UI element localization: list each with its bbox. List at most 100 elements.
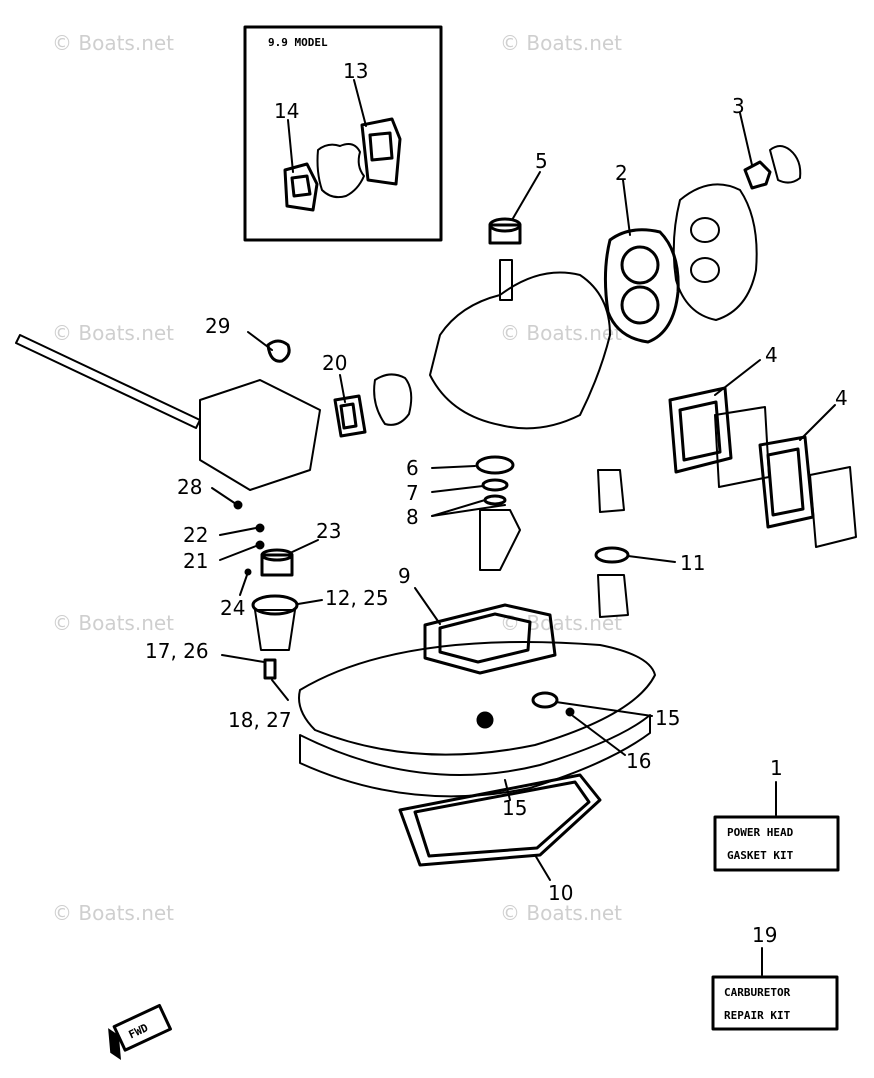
watermark: © Boats.net — [500, 321, 622, 345]
power-head-kit-line2: GASKET KIT — [727, 849, 794, 862]
leader-9 — [414, 587, 441, 625]
callout-16: 16 — [626, 749, 651, 773]
leader-22 — [219, 527, 257, 536]
callout-5: 5 — [535, 149, 548, 173]
watermark: © Boats.net — [500, 611, 622, 635]
part-16-screw — [565, 707, 575, 717]
callout-15b: 15 — [502, 796, 527, 820]
part-21-plug — [255, 540, 265, 550]
callout-15a: 15 — [655, 706, 680, 730]
inset-cover — [316, 143, 365, 199]
part-10-gasket — [398, 773, 602, 867]
center-parts — [221, 455, 676, 701]
leader-5 — [511, 171, 541, 221]
leader-10 — [534, 854, 551, 881]
callout-8: 8 — [406, 505, 419, 529]
seal-housing — [254, 609, 296, 651]
power-head-kit-box — [713, 815, 840, 872]
inset-9-9-model: 9.9 MODEL — [243, 25, 443, 242]
thermostat-cover — [769, 145, 802, 184]
leader-3 — [739, 112, 753, 166]
watermark: © Boats.net — [500, 901, 622, 925]
callout-24: 24 — [220, 596, 245, 620]
callout-9: 9 — [398, 564, 411, 588]
callout-4a: 4 — [765, 343, 778, 367]
fwd-tag-box — [112, 1003, 172, 1052]
intake-manifold — [373, 373, 413, 426]
callout-22: 22 — [183, 523, 208, 547]
part-6-seal — [475, 455, 515, 475]
leader-2 — [622, 179, 631, 236]
part-5-cap — [488, 223, 522, 245]
part-12-25-seal — [251, 594, 299, 616]
callout-2: 2 — [615, 161, 628, 185]
part-14-gasket — [283, 162, 319, 212]
water-tube-upper — [597, 469, 625, 513]
watermark: © Boats.net — [52, 31, 174, 55]
callout-3: 3 — [732, 94, 745, 118]
exhaust-cover-assembly — [668, 359, 857, 548]
watermark: © Boats.net — [500, 31, 622, 55]
leader-16 — [572, 715, 626, 756]
bottom-cowling-rim — [299, 714, 651, 798]
callout-labels: 1 2 3 4 4 5 6 7 8 9 10 11 12, 25 13 14 1… — [145, 59, 848, 947]
exhaust-outer-cover — [809, 466, 857, 548]
leader-23 — [289, 539, 319, 554]
leader-29 — [247, 331, 273, 351]
part-4-gasket-a — [668, 386, 733, 474]
carburetor-kit-line1: CARBURETOR — [724, 986, 791, 999]
carburetor-kit-box — [711, 975, 839, 1031]
callout-18-27: 18, 27 — [228, 708, 292, 732]
leader-7 — [431, 485, 484, 493]
leader-8a — [431, 499, 486, 517]
callout-20: 20 — [322, 351, 347, 375]
callout-29: 29 — [205, 314, 230, 338]
drain-plug — [476, 711, 494, 729]
part-23-bushing — [260, 553, 294, 577]
watermark: © Boats.net — [52, 611, 174, 635]
part-28-screw — [233, 500, 243, 510]
leader-12-25 — [297, 599, 323, 605]
carburetor-kit-line2: REPAIR KIT — [724, 1009, 791, 1022]
part-7-ring — [481, 478, 509, 492]
callout-11: 11 — [680, 551, 705, 575]
forward-indicator: FWD — [108, 1003, 172, 1060]
callout-17-26: 17, 26 — [145, 639, 209, 663]
callout-12-25: 12, 25 — [325, 586, 389, 610]
crankcase-block — [429, 271, 611, 430]
cylinder-assembly — [429, 112, 802, 430]
leader-24 — [239, 574, 248, 596]
head-cover-bore-2 — [690, 257, 720, 283]
callout-10: 10 — [548, 881, 573, 905]
part-22-washer — [255, 523, 265, 533]
part-2-head-gasket — [603, 228, 680, 344]
leader-4b — [799, 404, 836, 441]
leader-17-26 — [221, 654, 265, 663]
leader-15a — [555, 701, 653, 717]
inset-frame — [243, 25, 443, 242]
head-cover-bore-1 — [690, 217, 720, 243]
power-head-gasket-kit: POWER HEAD GASKET KIT — [713, 781, 840, 872]
leader-20 — [339, 374, 346, 403]
part-23-bushing-top — [260, 548, 294, 562]
part-13-gasket — [360, 117, 402, 186]
watermark: © Boats.net — [52, 901, 174, 925]
part-11-grommet — [594, 546, 630, 564]
part-29-gasket — [266, 339, 291, 363]
part-24-pin — [244, 568, 252, 576]
callout-21: 21 — [183, 549, 208, 573]
watermarks: © Boats.net © Boats.net © Boats.net © Bo… — [52, 31, 622, 925]
leader-4a — [714, 359, 761, 396]
block-stud — [499, 259, 513, 301]
callout-28: 28 — [177, 475, 202, 499]
water-tube-lower — [597, 574, 629, 618]
callout-7: 7 — [406, 481, 419, 505]
carb-linkage-rod — [15, 334, 201, 429]
watermark: © Boats.net — [52, 321, 174, 345]
head-gasket-bore-1 — [620, 245, 660, 285]
power-head-kit-line1: POWER HEAD — [727, 826, 794, 839]
leader-6 — [431, 465, 476, 469]
callout-6: 6 — [406, 456, 419, 480]
callout-14: 14 — [274, 99, 299, 123]
